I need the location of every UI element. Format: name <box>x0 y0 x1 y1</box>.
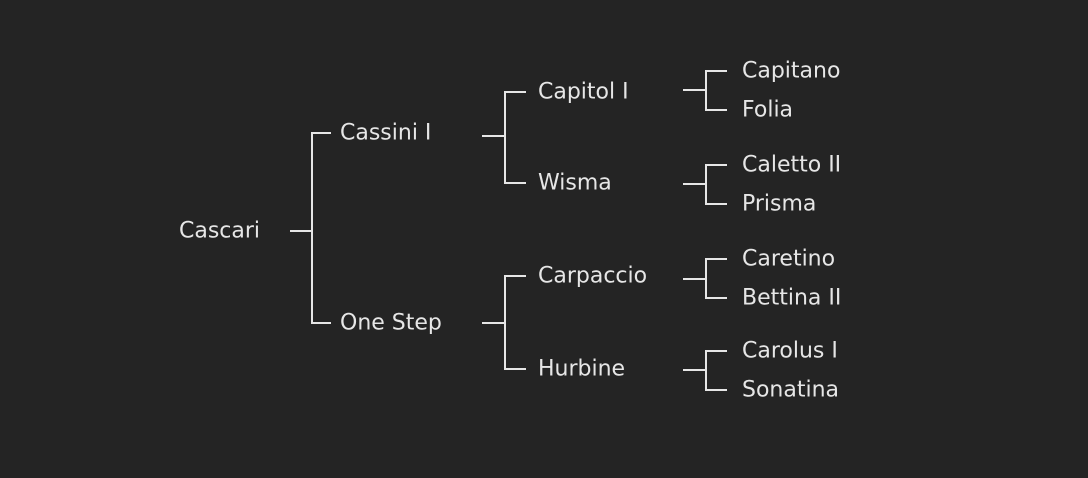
connector-lines <box>290 70 727 391</box>
node-gen3-5: Caretino <box>742 247 835 272</box>
node-gen1-1: Cassini I <box>340 121 431 146</box>
node-gen3-2: Folia <box>742 98 793 123</box>
node-gen3-4: Prisma <box>742 192 816 217</box>
node-gen1-2: One Step <box>340 311 442 336</box>
node-gen3-3: Caletto II <box>742 153 841 178</box>
node-gen3-6: Bettina II <box>742 286 841 311</box>
node-gen3-7: Carolus I <box>742 339 838 364</box>
node-gen2-3: Carpaccio <box>538 264 647 289</box>
node-root: Cascari <box>179 219 260 244</box>
node-gen2-4: Hurbine <box>538 357 625 382</box>
node-gen2-1: Capitol I <box>538 80 629 105</box>
node-gen3-8: Sonatina <box>742 378 839 403</box>
node-gen2-2: Wisma <box>538 171 612 196</box>
node-gen3-1: Capitano <box>742 59 840 84</box>
